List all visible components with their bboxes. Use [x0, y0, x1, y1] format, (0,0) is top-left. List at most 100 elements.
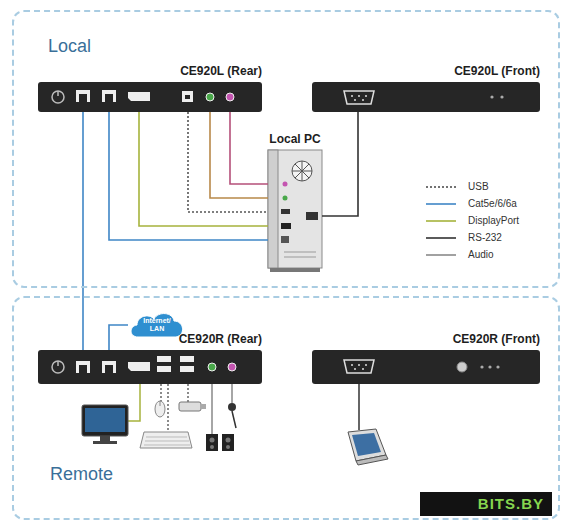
ce920l-front-housing-part — [490, 95, 493, 98]
remote-speakers-part — [206, 434, 218, 451]
ce920r-rear-housing-part — [79, 365, 87, 373]
ce920r-front-housing-part — [358, 364, 360, 366]
ce920r-rear-housing-part — [57, 361, 59, 366]
device-label: Local PC — [269, 132, 320, 146]
remote-keyboard-part — [146, 437, 187, 438]
remote-microphone-part — [228, 403, 236, 411]
cable-connector — [109, 112, 268, 240]
remote-microphone — [228, 403, 236, 428]
legend-row: RS-232 — [424, 229, 519, 246]
watermark: BITS.BY — [420, 492, 552, 516]
legend-row: Cat5e/6/6a — [424, 195, 519, 212]
legend-text: Cat5e/6/6a — [468, 198, 517, 209]
remote-keyboard-part — [145, 441, 189, 442]
remote-monitor-part — [93, 436, 117, 444]
ce920r-front-housing-part — [496, 365, 499, 368]
ce920r-rear-housing-part — [128, 362, 150, 371]
ce920l-front-housing-part — [312, 82, 540, 112]
legend-sample — [424, 199, 458, 209]
cable-connector — [322, 112, 358, 216]
network-label: Internet/ LAN — [140, 317, 174, 333]
ce920r-front-housing-part — [480, 365, 483, 368]
local-pc-tower-part — [281, 223, 291, 229]
ce920r-rear-housing-part — [208, 363, 216, 371]
legend-line — [426, 186, 456, 188]
ce920r-rear-housing-part — [102, 361, 116, 373]
local-pc-tower-part — [268, 150, 278, 268]
remote-keyboard — [140, 432, 192, 448]
remote-speakers-part — [210, 438, 215, 443]
local-pc-tower-part — [295, 164, 309, 178]
ce920l-front-housing-part — [365, 95, 367, 97]
local-pc-tower-part — [281, 209, 290, 214]
ce920l-rear-housing-part — [185, 95, 190, 99]
local-pc-tower-part — [281, 236, 289, 243]
ce920l-front-housing-part — [362, 99, 364, 101]
ce920l-front-housing-part — [500, 95, 503, 98]
legend-line — [426, 237, 456, 239]
ce920l-rear-housing-part — [226, 93, 234, 101]
legend-text: Audio — [468, 249, 494, 260]
network-cloud: Internet/ LAN — [128, 311, 186, 339]
remote-monitor-part — [82, 405, 128, 436]
ce920l-rear-housing-part — [76, 90, 90, 102]
ce920r-rear-housing-part — [38, 350, 262, 384]
ce920l-front-housing-part — [354, 99, 356, 101]
remote-mouse-part — [160, 401, 161, 406]
ce920r-front-housing-part — [457, 362, 467, 372]
ce920l-front-housing-part — [344, 91, 374, 104]
local-pc-tower-part — [306, 212, 318, 220]
ce920l-rear-housing-part — [38, 82, 262, 112]
remote-speakers-part — [226, 438, 231, 443]
ce920r-rear-housing-part — [76, 361, 90, 373]
remote-speakers-part — [210, 445, 214, 449]
usb-drive-part — [201, 404, 206, 409]
ce920l-rear-housing-part — [182, 91, 193, 102]
ce920l-rear-housing-part — [52, 91, 64, 103]
cable-connector — [82, 112, 84, 350]
ce920l-front-housing-part — [351, 95, 353, 97]
peripheral-wires-part — [231, 384, 233, 403]
touch-panel-part — [356, 455, 388, 465]
remote-mouse-part — [155, 401, 165, 417]
legend-row: USB — [424, 178, 519, 195]
remote-monitor-part — [85, 408, 125, 432]
peripheral-wires-part — [167, 384, 169, 432]
usb-drive-part — [179, 402, 201, 411]
remote-speakers-part — [226, 445, 230, 449]
usb-drive — [179, 402, 206, 411]
ce920r-rear-housing-part — [157, 356, 171, 362]
cloud-outline — [131, 314, 182, 337]
peripheral-wires-part — [160, 384, 162, 401]
region-title: Remote — [50, 464, 113, 485]
cable-connector — [109, 325, 128, 350]
device-label: CE920L (Rear) — [180, 64, 262, 78]
touch-panel-part — [352, 433, 381, 456]
ce920r-front-housing-part — [344, 360, 374, 373]
remote-mouse — [155, 401, 165, 417]
peripheral-wires-part — [128, 384, 140, 421]
region-title: Local — [48, 36, 91, 57]
ce920r-front-housing-part — [362, 368, 364, 370]
touch-panel — [348, 429, 388, 465]
remote-microphone-part — [232, 411, 236, 428]
ce920l-front-housing — [312, 82, 540, 112]
ce920r-front-housing — [312, 350, 540, 384]
ce920r-rear-housing-part — [180, 356, 194, 362]
legend-line — [426, 254, 456, 256]
legend-row: Audio — [424, 246, 519, 263]
ce920r-rear-housing-part — [105, 365, 113, 373]
ce920l-rear-housing — [38, 82, 262, 112]
local-pc-tower-part — [295, 164, 309, 178]
ce920r-front-housing-part — [312, 350, 540, 384]
legend-text: RS-232 — [468, 232, 502, 243]
remote-speakers-part — [222, 434, 234, 451]
legend-sample — [424, 250, 458, 260]
ce920r-rear-housing-part — [180, 366, 194, 372]
ce920r-front-housing-part — [354, 368, 356, 370]
legend-line — [426, 220, 456, 222]
legend-sample — [424, 233, 458, 243]
legend-sample — [424, 216, 458, 226]
